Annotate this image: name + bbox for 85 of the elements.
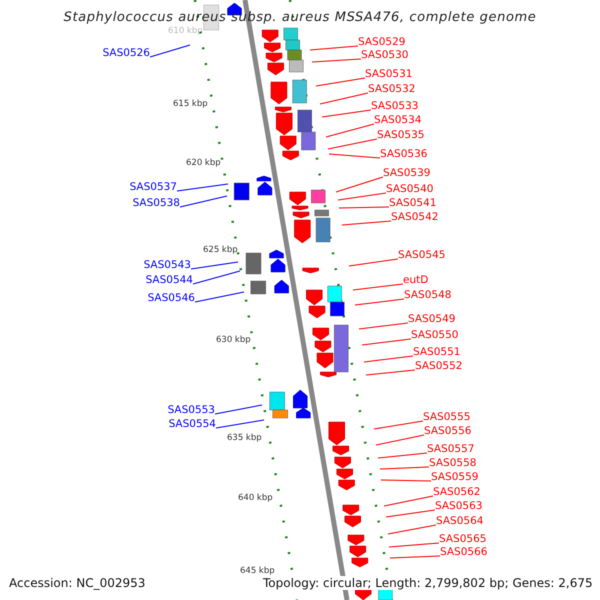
gene-label: SAS0530 xyxy=(361,49,408,61)
gene-label: SAS0553 xyxy=(168,404,215,416)
footer-text: Topology: circular; Length: 2,799,802 bp; Genes: 2,675 xyxy=(262,576,594,590)
gene-label: SAS0529 xyxy=(358,36,406,48)
leader-line xyxy=(364,356,414,362)
scale-label: 620 kbp xyxy=(186,158,221,168)
gene-label: SAS0534 xyxy=(374,114,422,126)
gene-label: SAS0549 xyxy=(408,313,456,325)
leader-line xyxy=(380,466,430,470)
leader-line xyxy=(328,138,378,150)
leader-line xyxy=(342,220,392,226)
leader-line xyxy=(362,338,412,346)
gene-label: SAS0555 xyxy=(423,411,470,423)
gene-label: SAS0557 xyxy=(427,443,474,455)
leader-line xyxy=(352,284,404,290)
gene-label: SAS0552 xyxy=(415,360,462,372)
gene-label: SAS0541 xyxy=(389,197,436,209)
gene-label: SAS0526 xyxy=(102,47,150,59)
leader-line xyxy=(380,480,432,482)
leader-line xyxy=(192,270,240,284)
gene-label: SAS0546 xyxy=(148,292,195,304)
leader-line xyxy=(190,262,238,270)
leader-line xyxy=(310,46,358,50)
gene-label: SAS0556 xyxy=(424,425,472,437)
leader-line xyxy=(180,196,228,208)
leader-line xyxy=(374,420,424,430)
scale-label: 640 kbp xyxy=(238,493,273,503)
leader-line xyxy=(388,524,436,534)
leader-line xyxy=(348,258,398,266)
scale-label: 625 kbp xyxy=(203,245,238,255)
gene-label: SAS0565 xyxy=(439,533,486,545)
scale-label: 645 kbp xyxy=(240,566,275,576)
gene-label: SAS0532 xyxy=(368,83,416,95)
leader-line xyxy=(316,78,366,86)
leader-line xyxy=(366,370,416,376)
leader-line xyxy=(390,556,440,558)
gene-label: SAS0563 xyxy=(435,500,482,512)
leader-line xyxy=(150,44,190,58)
gene-label: SAS0531 xyxy=(365,68,412,80)
leader-line xyxy=(328,154,380,158)
leader-line xyxy=(378,452,428,458)
leader-line xyxy=(326,124,374,138)
leader-line xyxy=(338,192,386,200)
gene-label: SAS0558 xyxy=(429,457,476,469)
scale-label: 635 kbp xyxy=(227,433,262,443)
gene-label: SAS0543 xyxy=(144,259,191,271)
gene-label: SAS0540 xyxy=(386,183,434,195)
gene-label: SAS0564 xyxy=(436,515,484,527)
gene-label: SAS0545 xyxy=(398,249,446,261)
gene-label: SAS0542 xyxy=(391,211,438,223)
leader-line xyxy=(194,292,244,302)
leader-line xyxy=(216,420,264,428)
gene-label: SAS0538 xyxy=(132,197,180,209)
gene-label: eutD xyxy=(403,274,428,286)
leader-line xyxy=(358,322,408,330)
gene-label: SAS0539 xyxy=(383,167,430,179)
gene-label: SAS0566 xyxy=(440,546,488,558)
gene-label: SAS0544 xyxy=(146,274,193,286)
scale-label: 610 kbp xyxy=(168,26,203,36)
gene-label: SAS0536 xyxy=(380,148,428,160)
title: Staphylococcus aureus subsp. aureus MSSA476, complete genome xyxy=(62,10,538,25)
leader-line xyxy=(388,542,440,548)
leader-line xyxy=(322,110,372,118)
leader-line xyxy=(320,92,368,104)
leader-line xyxy=(312,58,362,62)
leader-line xyxy=(338,206,390,208)
leader-line xyxy=(214,404,262,414)
leader-line xyxy=(384,496,434,506)
footer-text: Accession: NC_002953 xyxy=(8,576,146,590)
gene-label: SAS0548 xyxy=(404,289,452,301)
leader-line xyxy=(386,510,436,518)
gene-label: SAS0559 xyxy=(431,471,478,483)
gene-label: SAS0554 xyxy=(168,418,216,430)
leader-line xyxy=(336,176,384,192)
gene-label: SAS0537 xyxy=(130,181,177,193)
gene-label: SAS0535 xyxy=(377,129,424,141)
scale-label: 615 kbp xyxy=(173,99,208,109)
gene-label: SAS0533 xyxy=(371,100,418,112)
leader-line xyxy=(376,434,424,446)
gene-label: SAS0551 xyxy=(413,346,460,358)
leader-line xyxy=(176,184,228,192)
gene-label: SAS0550 xyxy=(411,329,458,341)
scale-label: 630 kbp xyxy=(216,335,251,345)
leader-line xyxy=(354,298,404,306)
gene-label: SAS0562 xyxy=(433,486,480,498)
